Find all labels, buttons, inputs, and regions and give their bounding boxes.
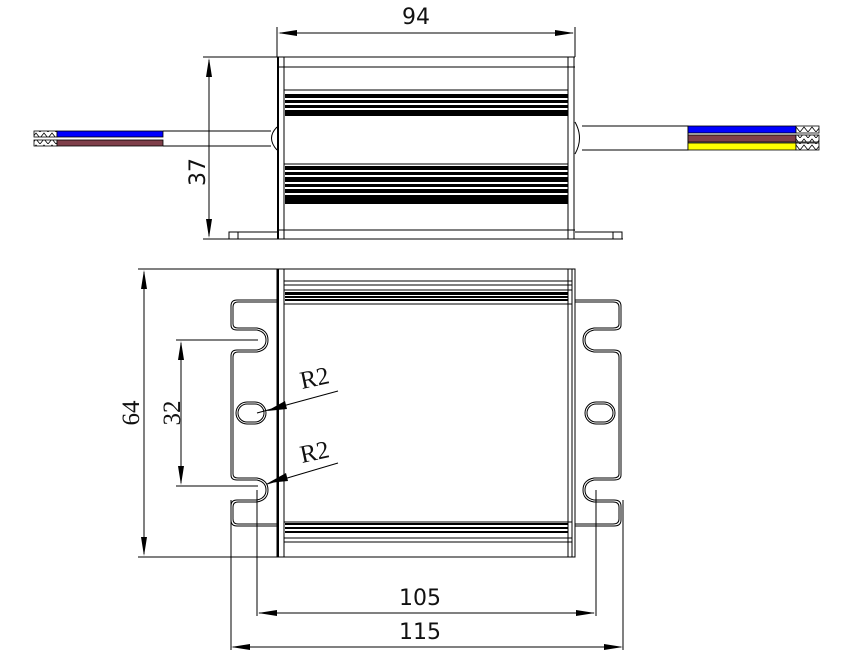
wire-right-yellow	[687, 142, 797, 151]
arrow-up	[206, 58, 212, 77]
dim-label-64: 64	[118, 400, 145, 426]
wire-strip-left-2	[33, 139, 58, 147]
cable-right	[574, 121, 820, 155]
wire-right-blue	[687, 125, 797, 134]
dimension-height-37: 37	[186, 56, 277, 240]
wire-strip-right-3	[795, 142, 820, 151]
dim-label-94: 94	[402, 5, 430, 30]
arrow-down	[178, 466, 184, 485]
wire-strip-right-1	[795, 125, 820, 134]
arrow-up	[178, 341, 184, 360]
cable-left	[33, 126, 278, 151]
mounting-flange-left	[230, 299, 277, 650]
dimension-width-115: 115	[231, 620, 623, 650]
arrow-leader	[267, 401, 287, 411]
dim-label-115: 115	[399, 620, 441, 645]
wire-left-brown	[56, 139, 164, 147]
mounting-flange-right	[575, 299, 624, 650]
arrow-leader	[268, 473, 288, 483]
radius-callout-2: R2	[266, 436, 339, 485]
housing-top-body	[276, 268, 576, 558]
mounting-hole-right	[584, 401, 616, 425]
mounting-hole-left	[235, 401, 267, 425]
dimension-width-94: 94	[276, 5, 576, 57]
dimension-width-105: 105	[258, 586, 595, 616]
dimension-slot-spacing-32: 32	[159, 339, 258, 487]
radius-label-2: R2	[298, 436, 332, 468]
dim-label-105: 105	[399, 586, 441, 611]
radius-callout-1: R2	[256, 362, 339, 414]
arrow-right	[576, 610, 595, 616]
radius-label-1: R2	[298, 362, 332, 394]
arrow-up	[141, 270, 147, 289]
arrow-down	[206, 219, 212, 238]
wire-left-blue	[56, 130, 164, 138]
arrow-right	[604, 644, 623, 650]
dimension-height-64: 64	[118, 268, 277, 558]
wire-strip-right-2	[795, 134, 820, 143]
housing-side-body	[228, 56, 623, 240]
dim-label-37: 37	[186, 158, 211, 186]
arrow-left	[231, 644, 250, 650]
dim-label-32: 32	[159, 401, 186, 426]
wire-right-brown	[687, 134, 797, 143]
arrow-left	[278, 30, 297, 36]
arrow-left	[258, 610, 277, 616]
arrow-down	[141, 537, 147, 556]
side-view: 94 37	[33, 5, 820, 240]
top-view: 64 32	[118, 268, 624, 650]
arrow-right	[555, 30, 574, 36]
wire-strip-left-1	[33, 130, 58, 138]
